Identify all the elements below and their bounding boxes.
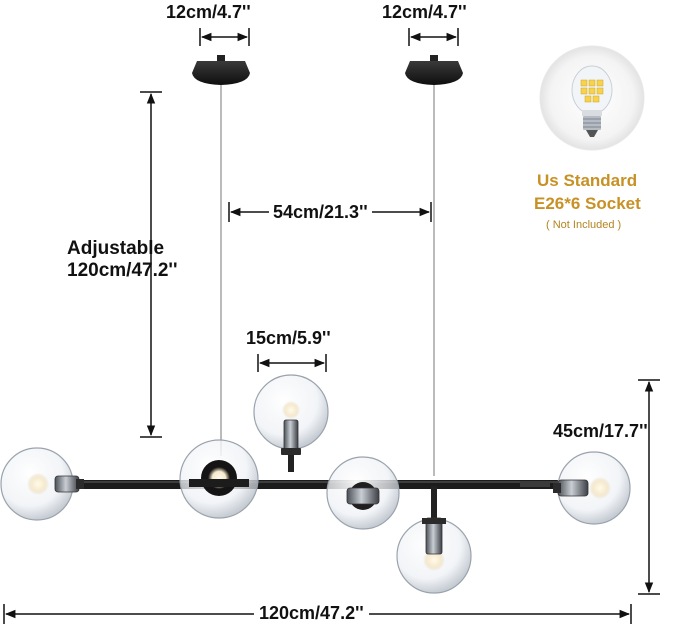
globe-right xyxy=(553,451,631,525)
socket-line1: Us Standard xyxy=(537,171,638,190)
canopy-right-dimension xyxy=(408,28,459,46)
main-bar xyxy=(70,480,560,489)
globe-center-left xyxy=(179,439,259,519)
canopy-right-label: 12cm/4.7'' xyxy=(382,2,467,22)
globe-diameter-dimension xyxy=(257,354,327,372)
canopy-right xyxy=(405,55,463,476)
globe-top xyxy=(253,374,329,472)
led-bulb-icon xyxy=(539,45,645,151)
adjustable-title: Adjustable xyxy=(67,238,165,259)
adjustable-dimension xyxy=(140,91,162,438)
socket-note: ( Not Included ) xyxy=(546,219,622,231)
globe-bottom xyxy=(396,486,472,594)
height-dimension xyxy=(638,379,660,595)
globe-center xyxy=(326,456,400,530)
socket-line2: E26*6 Socket xyxy=(534,194,641,213)
fixture-width-label: 120cm/47.2'' xyxy=(254,604,369,622)
globe-diameter-label: 15cm/5.9'' xyxy=(246,328,331,348)
adjustable-length: 120cm/47.2'' xyxy=(67,260,178,282)
fixture-height-label: 45cm/17.7'' xyxy=(553,421,648,441)
canopy-left-dimension xyxy=(199,28,250,46)
adjustable-label: Adjustable 120cm/47.2'' xyxy=(67,238,177,283)
canopy-left-label: 12cm/4.7'' xyxy=(166,2,251,22)
rod-spacing-label: 54cm/21.3'' xyxy=(269,203,372,221)
globe-left xyxy=(0,447,84,521)
canopy-left xyxy=(192,55,250,456)
